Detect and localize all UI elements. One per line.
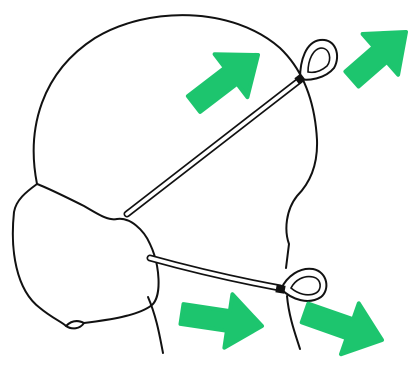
arrow-up-right-icon — [188, 54, 258, 112]
upper-loop — [294, 40, 337, 85]
lower-loop — [275, 269, 326, 301]
head-outline — [34, 15, 317, 268]
neck-outline — [287, 296, 300, 349]
arrow-up-right-icon — [345, 32, 406, 87]
arrow-down-right-icon — [302, 303, 382, 354]
removal-direction-arrows — [181, 32, 407, 354]
arrow-right-icon — [181, 294, 263, 347]
